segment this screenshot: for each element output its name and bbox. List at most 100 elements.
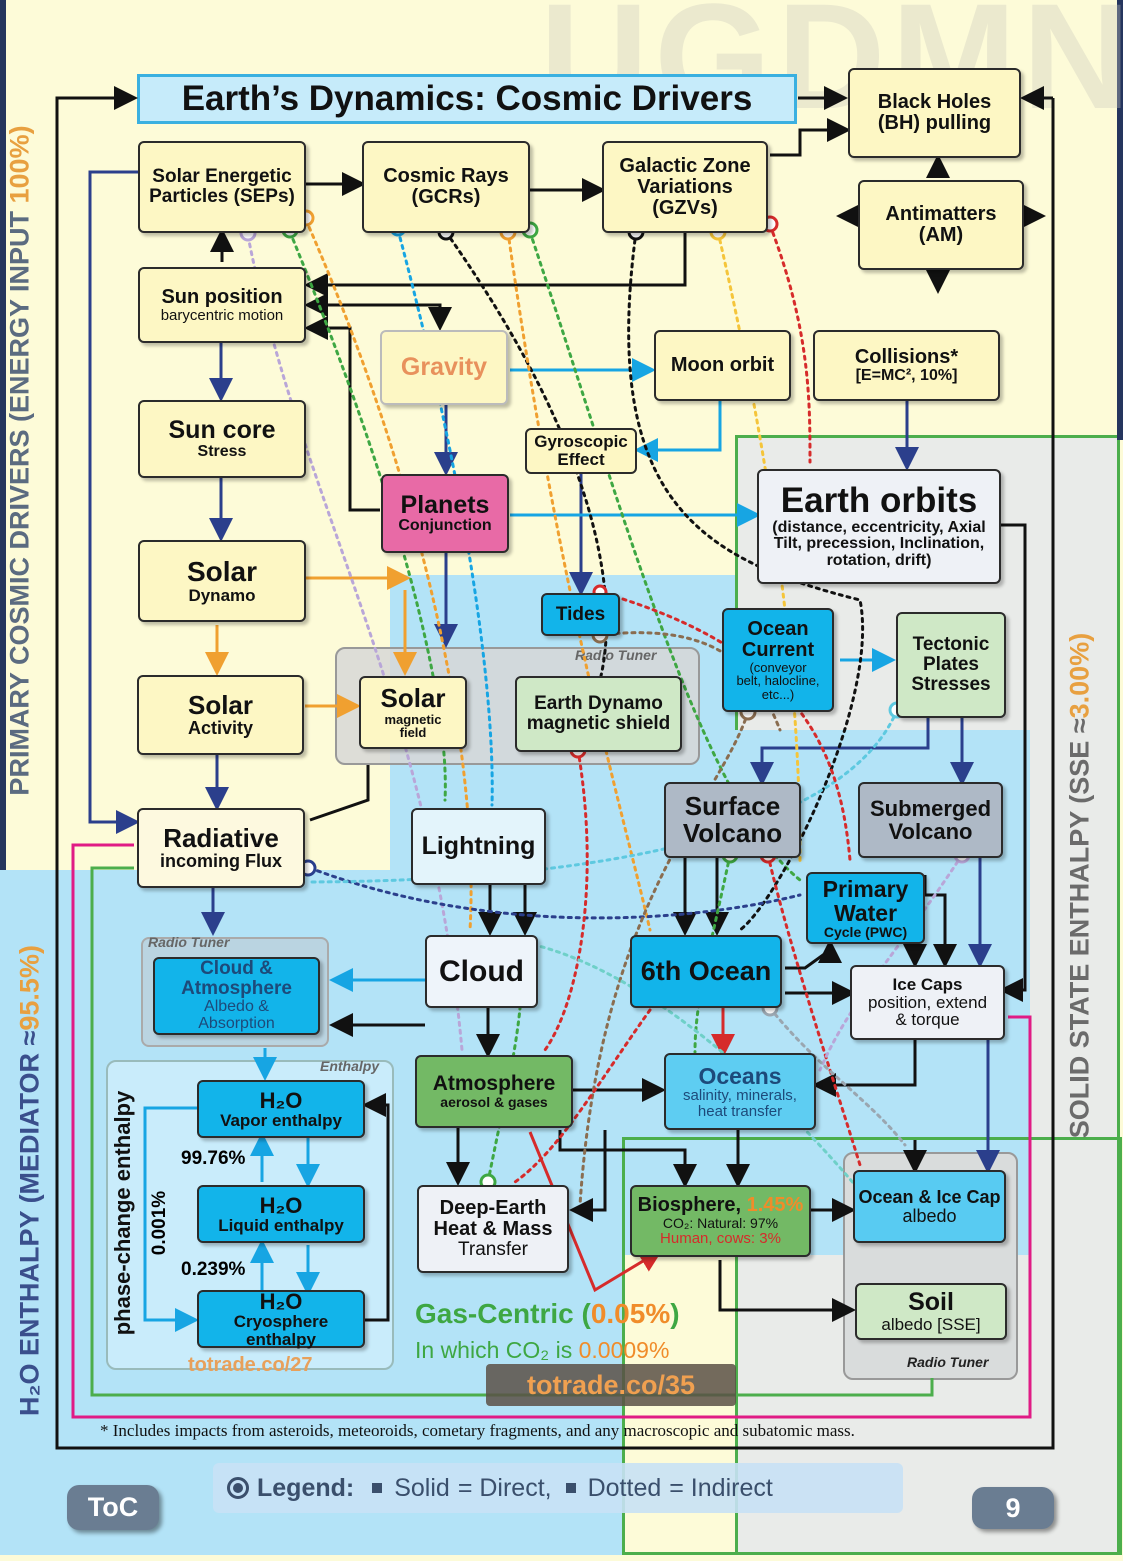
am-line2: (AM) [918,224,964,246]
submerged-volcano-box[interactable]: Submerged Volcano [858,782,1003,858]
ocurrent-line2: Current [741,638,815,661]
link-35[interactable]: totrade.co/35 [486,1364,736,1406]
oceans-box[interactable]: Oceans salinity, minerals, heat transfer [664,1053,816,1130]
gcrs-box[interactable]: Cosmic Rays (GCRs) [362,141,530,233]
page-title: Earth’s Dynamics: Cosmic Drivers [137,74,797,124]
page-number: 9 [972,1487,1054,1529]
legend-bar: Legend: Solid = Direct, Dotted = Indirec… [213,1463,903,1513]
activity-line2: Activity [187,718,254,739]
sunpos-line1: Sun position [161,285,283,308]
liquid-line1: H₂O [259,1192,303,1218]
oceans-line1: Oceans [698,1062,782,1089]
earthorbits-line1: Earth orbits [780,480,978,520]
ice-caps-box[interactable]: Ice Caps position, extend & torque [850,965,1005,1040]
solid-square-icon [372,1483,383,1493]
solar-activity-box[interactable]: Solar Activity [137,675,304,755]
gas-centric-text: Gas-Centric ( [415,1298,591,1329]
biosphere-box[interactable]: Biosphere, 1.45% CO₂: Natural: 97% Human… [630,1185,811,1257]
icecaps-line3: & torque [895,1010,960,1030]
gas-centric-pct: 0.05% [590,1298,671,1329]
atmosphere-box[interactable]: Atmosphere aerosol & gases [415,1055,573,1128]
cryo-line1: H₂O [259,1288,303,1314]
oceans-line2: salinity, minerals, [683,1086,797,1104]
sunpos-line2: barycentric motion [160,306,284,324]
h2o-liquid-box[interactable]: H₂O Liquid enthalpy [197,1185,365,1243]
h2o-vapor-box[interactable]: H₂O Vapor enthalpy [197,1080,365,1138]
legend-direct: = Direct, [457,1473,552,1502]
biosphere-pct: 1.45% [746,1194,804,1217]
cloud-atmosphere-albedo-box[interactable]: Cloud & Atmosphere Albedo & Absorption [153,957,320,1035]
solar-magnetic-field-box[interactable]: Solar magnetic field [359,676,467,749]
gzvs-line3: (GZVs) [652,196,718,219]
deep-earth-box[interactable]: Deep-Earth Heat & Mass Transfer [417,1185,569,1273]
antimatters-box[interactable]: Antimatters (AM) [858,180,1024,270]
gcrs-line2: (GCRs) [411,186,481,208]
suncore-line2: Stress [197,442,247,460]
ocean-current-box[interactable]: Ocean Current (conveyor belt, halocline,… [722,608,834,712]
soil-line1: Soil [908,1288,954,1317]
seps-box[interactable]: Solar Energetic Particles (SEPs) [138,141,306,233]
tides-box[interactable]: Tides [541,593,620,636]
lightning-box[interactable]: Lightning [411,808,546,885]
soil-box[interactable]: Soil albedo [SSE] [855,1283,1007,1340]
subvolcano-line1: Submerged [869,795,992,821]
sun-position-box[interactable]: Sun position barycentric motion [138,267,306,343]
deep-line1: Deep-Earth [439,1197,547,1220]
cloudatm-line4: Absorption [198,1014,275,1032]
sixth-ocean-box[interactable]: 6th Ocean [630,935,782,1008]
cloud-box[interactable]: Cloud [425,935,538,1008]
deep-line2: Heat & Mass [433,1218,553,1241]
ocurrent-line3: (conveyor [749,659,807,675]
biosphere-line3: Human, cows: 3% [660,1229,781,1247]
tectonic-plates-box[interactable]: Tectonic Plates Stresses [896,612,1006,718]
vapor-line2: Vapor enthalpy [220,1110,342,1130]
tectonic-line3: Stresses [911,673,991,695]
biosphere-line2: CO₂: Natural: 97% [662,1215,779,1232]
pct-0-239: 0.239% [181,1259,246,1280]
legend-circle-icon [227,1477,249,1499]
cryo-line2: Cryosphere [233,1311,329,1331]
dynamo-line2: Dynamo [188,585,256,605]
pct-0-001: 0.001% [149,1190,170,1256]
legend-dotted: Dotted [587,1473,662,1502]
black-holes-box[interactable]: Black Holes (BH) pulling [848,68,1021,158]
ocurrent-line1: Ocean [747,617,809,640]
edynamo-line2: magnetic shield [526,713,671,734]
cryo-line3: enthalpy [246,1329,316,1349]
radio-tuner-label-1: Radio Tuner [575,647,657,663]
primary-water-cycle-box[interactable]: Primary Water Cycle (PWC) [806,872,925,944]
tectonic-line1: Tectonic [912,634,990,656]
gyro-line2: Effect [557,450,605,469]
oceanice-line2: albedo [902,1205,957,1226]
collisions-line2: [E=MC², 10%] [855,366,958,384]
h2o-cryosphere-box[interactable]: H₂O Cryosphere enthalpy [197,1290,365,1348]
solar-dynamo-box[interactable]: Solar Dynamo [138,540,306,622]
gzvs-box[interactable]: Galactic Zone Variations (GZVs) [602,141,768,233]
radiative-line1: Radiative [163,822,279,853]
ocean-ice-cap-albedo-box[interactable]: Ocean & Ice Cap albedo [853,1170,1006,1243]
ocurrent-line5: etc...) [761,686,795,702]
atmosphere-line2: aerosol & gases [440,1094,548,1111]
gas-centric-close: ) [670,1298,680,1329]
earth-dynamo-box[interactable]: Earth Dynamo magnetic shield [515,676,682,752]
gravity-box[interactable]: Gravity [380,330,508,405]
bh-line1: Black Holes [877,91,992,113]
collisions-box[interactable]: Collisions* [E=MC², 10%] [813,330,1000,401]
earth-orbits-box[interactable]: Earth orbits (distance, eccentricity, Ax… [757,469,1001,584]
earthorbits-line3: Tilt, precession, Inclination, [773,535,985,553]
co2-label: In which CO₂ is 0.0009% [415,1337,669,1364]
radiative-flux-box[interactable]: Radiative incoming Flux [137,808,305,888]
surface-volcano-box[interactable]: Surface Volcano [664,782,801,858]
oceanice-line1: Ocean & Ice Cap [858,1186,1001,1207]
planets-line2: Conjunction [398,517,492,535]
link-27[interactable]: totrade.co/27 [188,1354,313,1376]
moon-orbit-box[interactable]: Moon orbit [654,330,791,401]
dynamo-line1: Solar [186,556,258,588]
sun-core-box[interactable]: Sun core Stress [138,400,306,478]
soil-line2: albedo [SSE] [881,1314,981,1334]
gzvs-line1: Galactic Zone [619,154,751,177]
am-line1: Antimatters [885,203,997,225]
gyroscopic-box[interactable]: Gyroscopic Effect [525,428,637,474]
planets-box[interactable]: Planets Conjunction [381,474,509,553]
toc-button[interactable]: ToC [67,1485,159,1530]
